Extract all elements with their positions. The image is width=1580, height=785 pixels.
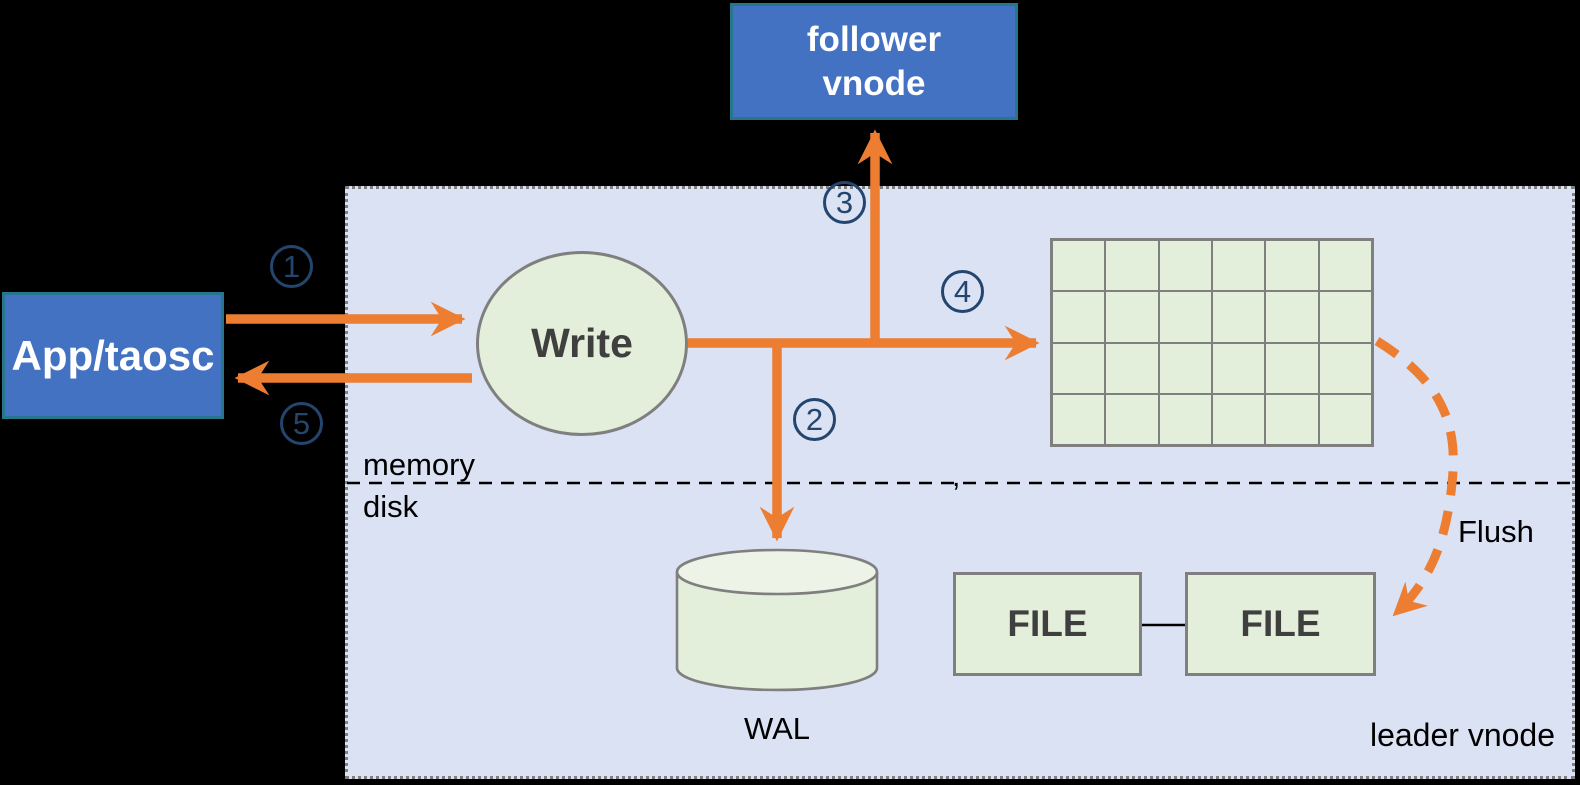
memtable-cell bbox=[1212, 394, 1265, 444]
file-box-left: FILE bbox=[953, 572, 1142, 676]
memtable-cell bbox=[1106, 394, 1158, 444]
stray-comma-mark: , bbox=[952, 460, 961, 493]
memtable-cell bbox=[1106, 292, 1158, 342]
step-badge-1: 1 bbox=[270, 245, 313, 288]
step-badge-3: 3 bbox=[823, 181, 866, 224]
flush-label: Flush bbox=[1458, 514, 1534, 549]
follower-vnode-node: follower vnode bbox=[730, 3, 1018, 120]
memtable-cell bbox=[1159, 241, 1211, 291]
file-right-label: FILE bbox=[1240, 603, 1321, 644]
memtable-cell bbox=[1212, 241, 1265, 291]
follower-vnode-label-line1: follower bbox=[806, 19, 942, 59]
write-label: Write bbox=[531, 320, 633, 366]
memtable-cell bbox=[1053, 394, 1105, 444]
follower-vnode-label-line2: vnode bbox=[822, 63, 926, 103]
file-left-label: FILE bbox=[1007, 603, 1088, 644]
app-taosc-node: App/taosc bbox=[2, 292, 224, 419]
step-badge-4: 4 bbox=[941, 270, 984, 313]
memtable-cell bbox=[1053, 343, 1105, 393]
memtable-cell bbox=[1266, 394, 1318, 444]
memtable-cell bbox=[1319, 394, 1371, 444]
memtable-cell bbox=[1106, 241, 1158, 291]
memtable-cell bbox=[1319, 343, 1371, 393]
app-taosc-label: App/taosc bbox=[11, 331, 215, 379]
memtable-cell bbox=[1053, 241, 1105, 291]
memtable-cell bbox=[1159, 292, 1211, 342]
file-box-right: FILE bbox=[1185, 572, 1376, 676]
step-badge-5: 5 bbox=[280, 402, 323, 445]
memtable-cell bbox=[1319, 292, 1371, 342]
memtable-cell bbox=[1159, 343, 1211, 393]
memory-label: memory bbox=[363, 447, 475, 482]
memtable-cell bbox=[1212, 292, 1265, 342]
leader-vnode-label: leader vnode bbox=[1369, 717, 1555, 753]
memtable-cell bbox=[1266, 343, 1318, 393]
memtable-cell bbox=[1319, 241, 1371, 291]
disk-label: disk bbox=[363, 489, 419, 524]
memtable-cell bbox=[1159, 394, 1211, 444]
step-badge-2: 2 bbox=[793, 398, 836, 441]
write-node: Write bbox=[476, 251, 688, 436]
memtable-cell bbox=[1266, 241, 1318, 291]
memtable-cell bbox=[1053, 292, 1105, 342]
memtable-grid bbox=[1050, 238, 1374, 447]
memtable-cell bbox=[1266, 292, 1318, 342]
memtable-cell bbox=[1106, 343, 1158, 393]
memtable-cell bbox=[1212, 343, 1265, 393]
